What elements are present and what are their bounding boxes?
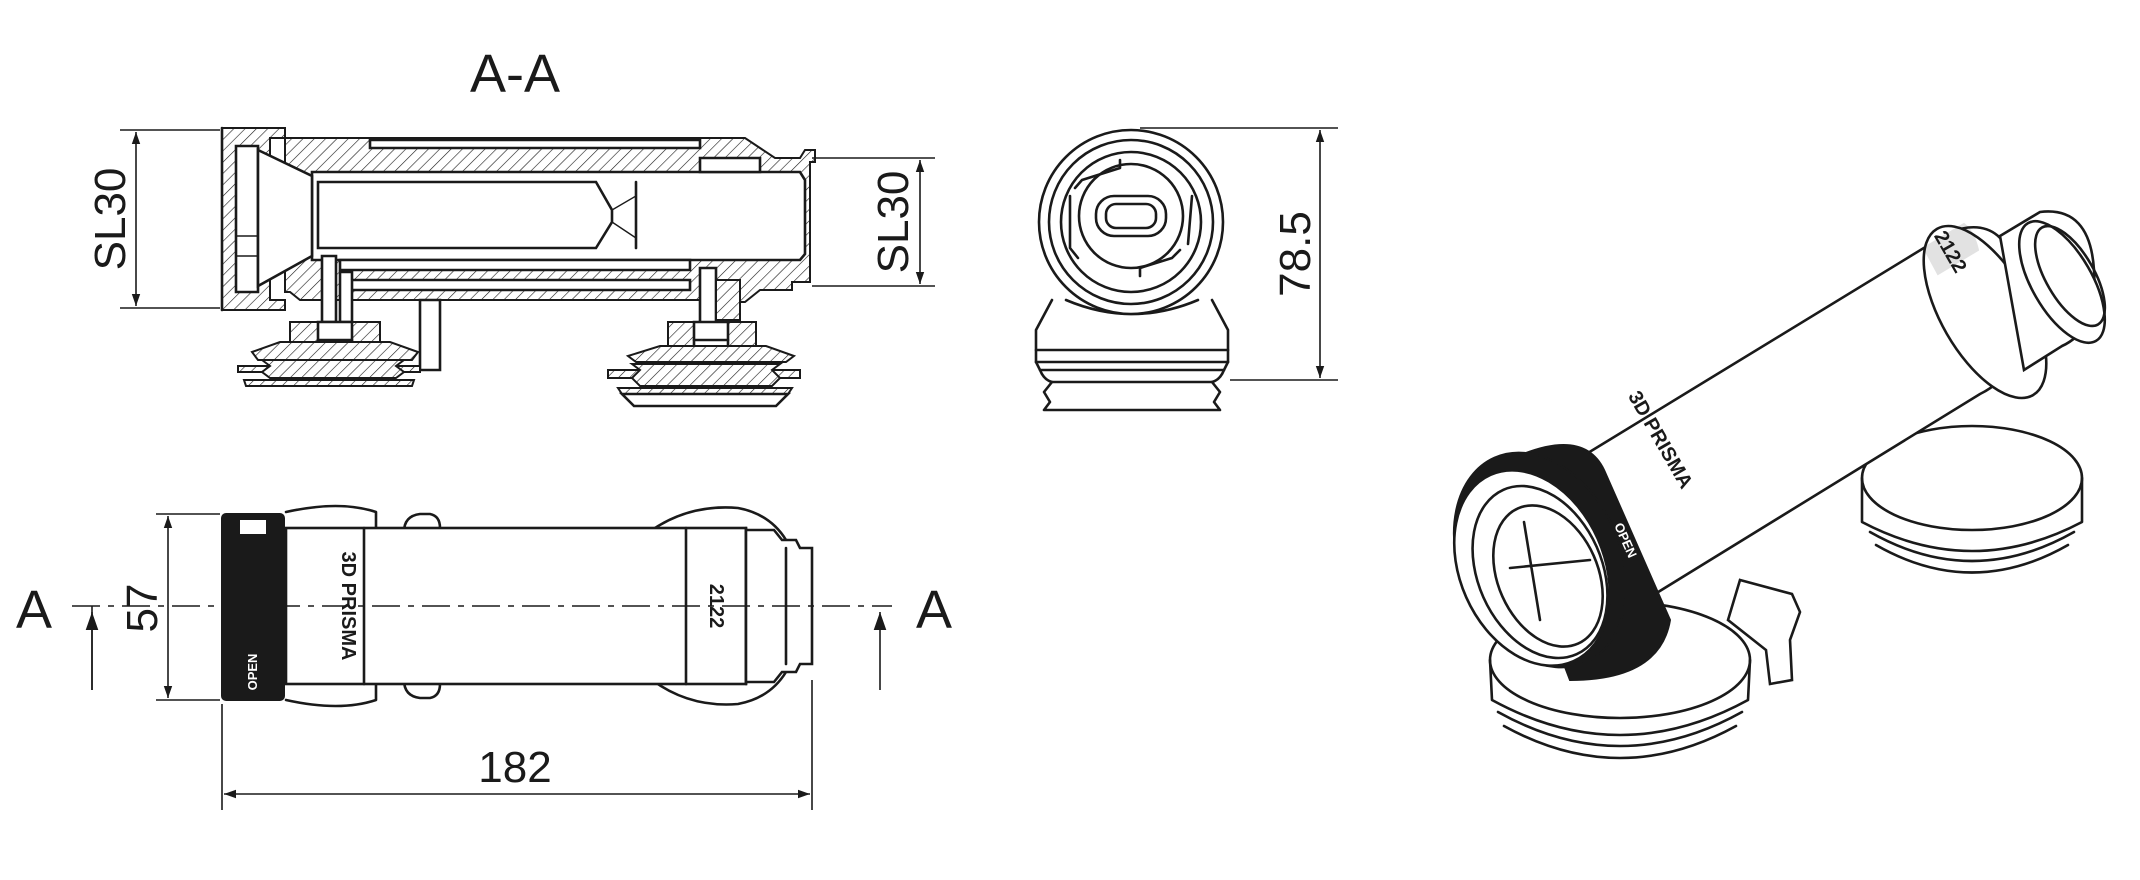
top-view: OPEN 3D PRISMA 2122 A A 57 — [16, 504, 952, 810]
section-view-a-a: A-A — [86, 44, 935, 408]
dim-57-label: 57 — [118, 584, 167, 633]
dimension-78-5: 78.5 — [1140, 127, 1338, 381]
iso-lever — [1726, 578, 1802, 686]
section-title: A-A — [470, 44, 560, 104]
section-right-pocket — [698, 156, 762, 174]
end-view-cup-rim — [1034, 348, 1230, 372]
end-view-port — [1094, 194, 1168, 238]
dim-sl30-right-label: SL30 — [869, 171, 918, 274]
section-lower-channel-2 — [348, 278, 692, 292]
top-view-model-stamp: 2122 — [705, 584, 727, 629]
section-lower-channel — [338, 258, 692, 272]
end-view-clip-2 — [1068, 194, 1194, 260]
top-view-left-tab — [402, 512, 442, 700]
top-view-ring-tag — [240, 520, 266, 534]
section-right-suction-cup — [607, 320, 801, 408]
end-view-ring-4 — [1077, 162, 1185, 270]
section-marker-left: A — [16, 580, 99, 690]
section-marker-right: A — [873, 580, 952, 690]
dimension-sl30-right: SL30 — [812, 157, 935, 287]
section-coupling-core — [234, 144, 260, 294]
section-left-bracket — [418, 298, 442, 372]
top-view-open-label: OPEN — [245, 654, 260, 691]
top-view-right-cup — [650, 506, 788, 706]
iso-model-band — [1922, 222, 1980, 276]
iso-opening — [1452, 469, 1612, 667]
dim-sl30-left-label: SL30 — [86, 168, 135, 271]
section-marker-right-label: A — [916, 580, 952, 640]
section-left-suction-cup — [237, 320, 421, 387]
svg-text:2122: 2122 — [705, 584, 727, 629]
end-view-clip — [1073, 158, 1182, 278]
iso-nozzle — [1998, 210, 2107, 373]
dimension-182: 182 — [221, 680, 813, 810]
end-view-cup-bottom — [1042, 380, 1222, 412]
end-view-cup-lip — [1038, 368, 1226, 384]
section-venturi — [316, 180, 614, 250]
end-view-port-inner — [1104, 202, 1158, 230]
dim-78-5-label: 78.5 — [1271, 211, 1320, 297]
section-venturi-throat — [611, 195, 637, 239]
section-inlet-cone — [256, 147, 314, 289]
dim-182-label: 182 — [478, 743, 551, 792]
section-left-stem — [320, 254, 338, 324]
section-marker-left-label: A — [16, 580, 52, 640]
end-view: 78.5 — [1034, 127, 1338, 412]
section-top-groove — [368, 138, 702, 150]
section-left-stem-2 — [338, 270, 354, 324]
end-view-ring-2 — [1047, 138, 1215, 306]
dimension-57: 57 — [118, 513, 220, 701]
iso-back-cup — [1860, 424, 2084, 574]
end-view-support — [1034, 298, 1230, 364]
dimension-sl30-left: SL30 — [86, 129, 220, 309]
end-view-ring-3 — [1059, 150, 1203, 294]
top-view-coupling-ring — [221, 513, 285, 701]
svg-text:OPEN: OPEN — [245, 654, 260, 691]
section-right-stem-body — [715, 279, 741, 321]
isometric-view: 2122 3D PRISMA OPEN — [1452, 210, 2107, 760]
